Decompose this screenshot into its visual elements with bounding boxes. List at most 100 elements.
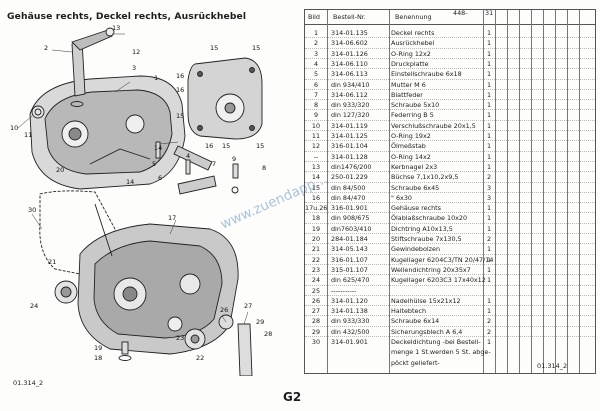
cell-q1: 1 <box>486 80 492 89</box>
cell-ben: O-Ring 19x2 <box>391 132 431 140</box>
exploded-parts-diagram: 13 2 12 3 1 10 11 15 15 16 16 15 16 15 1… <box>10 24 272 376</box>
callout-20: 20 <box>56 166 64 174</box>
cell-best: din 934/410 <box>331 80 370 89</box>
cell-ben: pöckt geliefert- <box>391 358 440 367</box>
callout-16b: 16 <box>176 86 184 94</box>
col-divider <box>543 10 544 373</box>
cell-ben: Wellendichtring 20x35x7 <box>391 265 471 274</box>
cell-q1: 1 <box>486 121 492 130</box>
cell-bild: 29 <box>311 327 321 336</box>
cell-ben: menge 1 St.werden 5 St. abge- <box>391 348 491 357</box>
header-bestell: Bestell-Nr. <box>333 13 366 21</box>
cell-ben: Mutter M 6 <box>391 80 426 89</box>
cell-q1: 1 <box>486 245 492 254</box>
cell-bild: 30 <box>311 338 321 346</box>
cell-best: din 625/470 <box>331 276 370 285</box>
cell-best: 250-01.229 <box>331 173 368 182</box>
cell-best: 314-01.138 <box>331 307 368 316</box>
cell-ben: Sicherungsblech A 6,4 <box>391 327 463 336</box>
callout-16c: 16 <box>205 142 213 150</box>
callout-24: 24 <box>30 302 38 310</box>
cell-ben: O-Ring 14x2 <box>391 152 431 161</box>
cell-q1: 1 <box>486 296 492 305</box>
callout-1: 1 <box>154 74 158 82</box>
cell-bild: 23 <box>311 265 321 274</box>
cell-bild: -- <box>313 152 319 161</box>
row-separator <box>305 243 595 245</box>
cell-bild: 20 <box>311 235 321 243</box>
col-divider <box>579 10 580 373</box>
cell-q1: 1 <box>486 265 492 274</box>
cell-bild: 4 <box>313 59 319 68</box>
callout-15c: 15 <box>176 112 184 120</box>
cell-bild: 10 <box>311 121 321 130</box>
callout-7: 7 <box>212 160 216 168</box>
cell-bild: 22 <box>311 255 321 264</box>
header-ref: 448- <box>453 9 468 17</box>
cell-bild: 19 <box>311 224 321 233</box>
row-separator <box>305 68 595 70</box>
page-footer: G2 <box>283 390 302 404</box>
cell-best: din 933/320 <box>331 101 370 110</box>
cell-ben: Federring B 5 <box>391 111 434 120</box>
cell-ben: Kugellager 6203C3 17x40x12 <box>391 276 486 285</box>
cell-q1: 1 <box>486 101 492 110</box>
row-separator <box>305 325 595 327</box>
cell-best: 284-01.184 <box>331 235 368 243</box>
cell-bild: 11 <box>311 132 321 140</box>
cell-bild: 7 <box>313 90 319 99</box>
cell-ben: Gewindebolzen <box>391 245 441 254</box>
col-divider <box>555 10 556 373</box>
callout-15b: 15 <box>252 44 260 52</box>
callout-2: 2 <box>44 44 48 52</box>
callout-14a: 14 <box>154 144 162 152</box>
cell-q1: 1 <box>486 59 492 68</box>
col-divider <box>519 10 520 373</box>
cell-q1: 1 <box>486 214 492 223</box>
col-divider <box>483 10 484 373</box>
row-separator <box>305 263 595 265</box>
cell-best: 316-01.107 <box>331 255 368 264</box>
callout-14b: 14 <box>126 178 134 186</box>
cell-q1: 2 <box>486 173 492 182</box>
cell-bild: 24 <box>311 276 321 285</box>
cell-bild: 5 <box>313 70 319 79</box>
doc-code: 01.314_2 <box>13 379 44 387</box>
callout-6: 6 <box>158 174 162 182</box>
row-separator <box>305 274 595 276</box>
cell-q1: 1 <box>486 29 492 37</box>
cell-bild: 26 <box>311 296 321 305</box>
row-separator <box>305 109 595 111</box>
callout-15e: 15 <box>256 142 264 150</box>
cell-ben: Kugellager 6204C3/TN 20/47/14 <box>391 255 494 264</box>
cell-bild: 18 <box>311 214 321 223</box>
cell-best: 314-01.135 <box>331 29 368 37</box>
row-separator <box>305 233 595 234</box>
table-row: 25----------- <box>305 286 595 297</box>
cell-bild: 8 <box>313 101 319 110</box>
row-separator <box>305 191 595 193</box>
cell-q1: 2 <box>486 235 492 243</box>
cell-ben: Gehäuse rechts <box>391 204 442 213</box>
cell-q1: 1 <box>486 111 492 120</box>
callout-12: 12 <box>132 48 140 56</box>
cell-q1: 1 <box>486 276 492 285</box>
cell-q1: 1 <box>486 162 492 171</box>
row-separator <box>305 78 595 80</box>
doc-code-right: 01.314_2 <box>537 362 568 370</box>
